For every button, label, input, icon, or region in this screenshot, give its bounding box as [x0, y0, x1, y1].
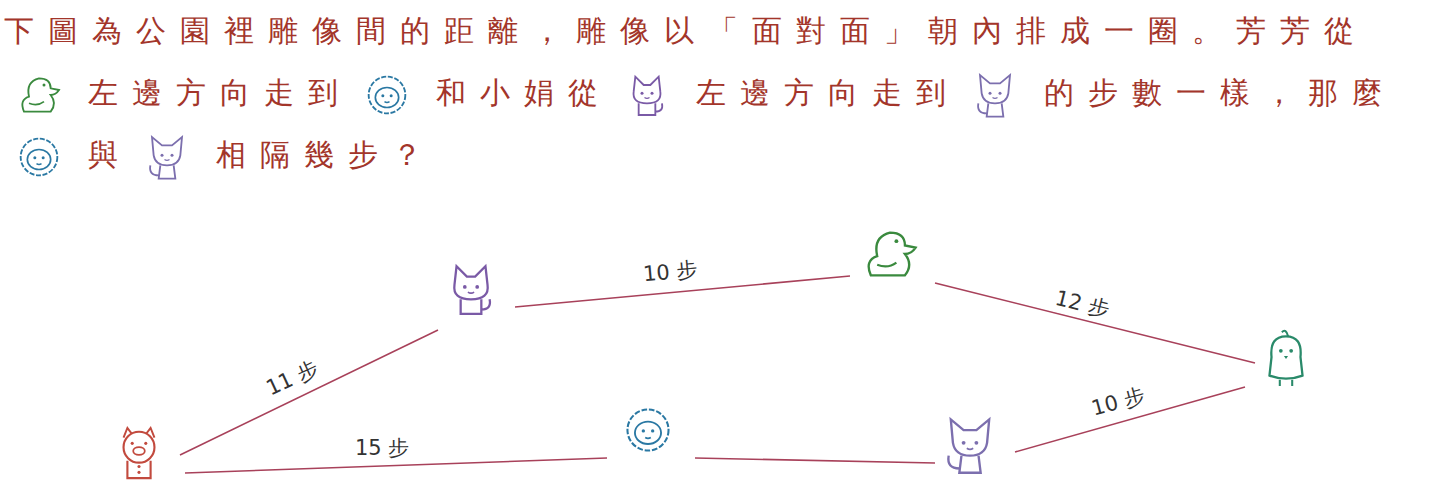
chick-statue: [1269, 331, 1302, 386]
question-part: 相隔幾步？: [216, 137, 436, 172]
step-label: 10 步: [639, 255, 702, 288]
question-part: 與: [88, 137, 132, 172]
sheep-icon: [358, 70, 416, 120]
sheep-icon: [10, 132, 68, 182]
duck-icon: [10, 70, 68, 120]
cat-statue: [454, 266, 490, 314]
fox-statue: [948, 419, 989, 472]
question-part: 下圖為公園裡雕像間的距離，雕像以「面對面」朝內排成一圈。芳芳從: [4, 13, 1368, 48]
step-label: 12 步: [1050, 283, 1115, 325]
question-text: 下圖為公園裡雕像間的距離，雕像以「面對面」朝內排成一圈。芳芳從左邊方向走到 和小娟…: [4, 0, 1440, 186]
duck-statue: [869, 233, 916, 276]
question-part: 左邊方向走到: [88, 75, 352, 110]
cat-icon: [618, 70, 676, 120]
question-part: 的步數一樣，那麼: [1044, 75, 1396, 110]
fox-icon: [966, 70, 1024, 120]
step-label: 11 步: [259, 353, 326, 404]
pig-statue: [124, 428, 155, 478]
question-part: 和小娟從: [436, 75, 612, 110]
question-part: 左邊方向走到: [696, 75, 960, 110]
sheep-statue: [627, 409, 668, 450]
path-lines: [180, 276, 1255, 473]
step-label: 15 步: [352, 434, 412, 462]
fox-icon: [138, 132, 196, 182]
